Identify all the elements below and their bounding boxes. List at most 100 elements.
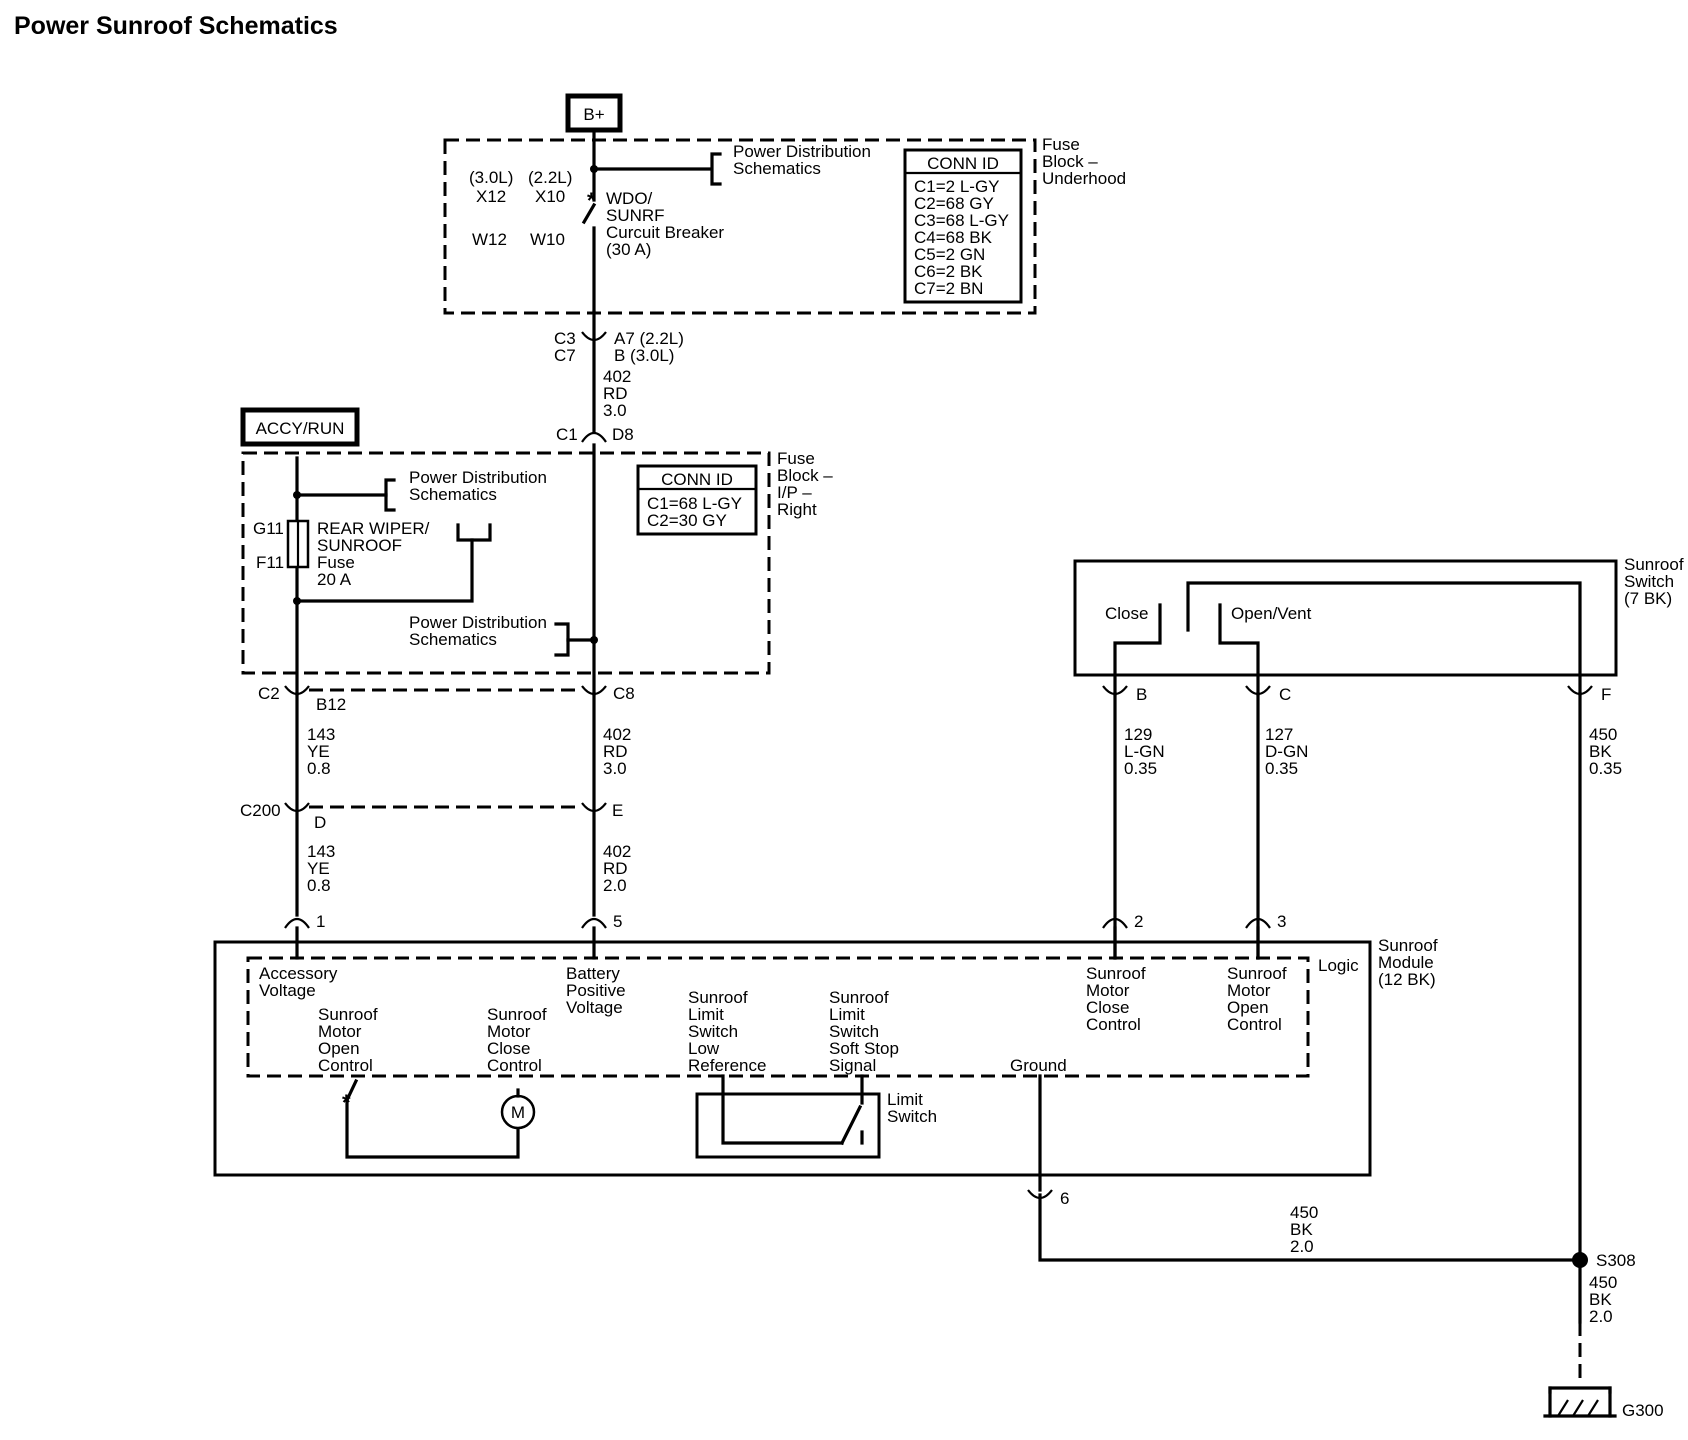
wire-127-d-gn-0-35: 127 D-GN 0.35 bbox=[1265, 725, 1308, 778]
svg-text:SUNRF: SUNRF bbox=[606, 206, 665, 225]
svg-text:3.0: 3.0 bbox=[603, 401, 627, 420]
svg-text:F: F bbox=[1601, 685, 1611, 704]
engine-variant-30l: (3.0L) X12 W12 bbox=[469, 168, 513, 249]
svg-text:Block –: Block – bbox=[1042, 152, 1098, 171]
svg-text:Control: Control bbox=[1086, 1015, 1141, 1034]
svg-text:CONN ID: CONN ID bbox=[661, 470, 733, 489]
svg-text:CONN ID: CONN ID bbox=[927, 154, 999, 173]
svg-text:Control: Control bbox=[318, 1056, 373, 1075]
svg-text:ACCY/RUN: ACCY/RUN bbox=[256, 419, 345, 438]
module-pin-6: 6 bbox=[1027, 1189, 1069, 1208]
svg-text:*: * bbox=[587, 188, 596, 213]
svg-text:Switch: Switch bbox=[1624, 572, 1674, 591]
svg-text:3: 3 bbox=[1277, 912, 1286, 931]
svg-text:450: 450 bbox=[1589, 1273, 1617, 1292]
svg-text:Accessory: Accessory bbox=[259, 964, 338, 983]
svg-text:C3: C3 bbox=[554, 329, 576, 348]
ip-power-dist-ref-top: Power Distribution Schematics bbox=[409, 468, 547, 504]
svg-text:*: * bbox=[342, 1090, 351, 1115]
svg-text:C8: C8 bbox=[613, 684, 635, 703]
svg-text:2.0: 2.0 bbox=[1290, 1237, 1314, 1256]
switch-pin-b: B bbox=[1102, 685, 1147, 704]
svg-text:Control: Control bbox=[487, 1056, 542, 1075]
svg-text:Sunroof: Sunroof bbox=[487, 1005, 547, 1024]
svg-text:Block –: Block – bbox=[777, 466, 833, 485]
svg-text:Sunroof: Sunroof bbox=[1378, 936, 1438, 955]
svg-text:Motor: Motor bbox=[1086, 981, 1130, 1000]
underhood-conn-id-table: CONN ID C1=2 L-GY C2=68 GY C3=68 L-GY C4… bbox=[903, 148, 1023, 304]
svg-text:Power Distribution: Power Distribution bbox=[409, 468, 547, 487]
svg-text:D8: D8 bbox=[612, 425, 634, 444]
svg-text:Sunroof: Sunroof bbox=[1086, 964, 1146, 983]
svg-text:Battery: Battery bbox=[566, 964, 620, 983]
svg-text:W10: W10 bbox=[530, 230, 565, 249]
svg-text:Limit: Limit bbox=[887, 1090, 923, 1109]
svg-text:Power Distribution: Power Distribution bbox=[409, 613, 547, 632]
wire-450-module-ground bbox=[1038, 1193, 1582, 1262]
svg-text:(7 BK): (7 BK) bbox=[1624, 589, 1672, 608]
svg-text:WDO/: WDO/ bbox=[606, 189, 653, 208]
svg-text:3.0: 3.0 bbox=[603, 759, 627, 778]
svg-text:G11: G11 bbox=[253, 519, 284, 538]
svg-text:402: 402 bbox=[603, 842, 631, 861]
svg-text:Close: Close bbox=[487, 1039, 530, 1058]
label-limit-switch-soft-stop: Sunroof Limit Switch Soft Stop Signal bbox=[829, 988, 899, 1075]
svg-text:X12: X12 bbox=[476, 187, 506, 206]
svg-text:Fuse: Fuse bbox=[317, 553, 355, 572]
svg-text:C1: C1 bbox=[556, 425, 578, 444]
sunroof-switch-label: Sunroof Switch (7 BK) bbox=[1624, 555, 1684, 608]
label-battery-positive-voltage: Battery Positive Voltage bbox=[566, 964, 626, 1017]
svg-text:BK: BK bbox=[1589, 1290, 1612, 1309]
svg-text:Motor: Motor bbox=[1227, 981, 1271, 1000]
svg-text:YE: YE bbox=[307, 742, 330, 761]
svg-text:Sunroof: Sunroof bbox=[688, 988, 748, 1007]
svg-text:Module: Module bbox=[1378, 953, 1434, 972]
ip-conn-id-table: CONN ID C1=68 L-GY C2=30 GY bbox=[636, 464, 758, 536]
svg-text:(30 A): (30 A) bbox=[606, 240, 651, 259]
svg-text:C1=2 L-GY: C1=2 L-GY bbox=[914, 177, 1000, 196]
svg-text:Reference: Reference bbox=[688, 1056, 766, 1075]
svg-text:Open/Vent: Open/Vent bbox=[1231, 604, 1312, 623]
fuse-symbol bbox=[286, 519, 310, 569]
connector-c200: C200 D E bbox=[240, 801, 623, 832]
svg-text:Low: Low bbox=[688, 1039, 720, 1058]
wire-129-l-gn-0-35: 129 L-GN 0.35 bbox=[1124, 725, 1165, 778]
svg-text:D: D bbox=[314, 813, 326, 832]
svg-text:2.0: 2.0 bbox=[1589, 1307, 1613, 1326]
svg-text:RD: RD bbox=[603, 384, 628, 403]
switch-pin-f: F bbox=[1567, 685, 1611, 704]
logic-label: Logic bbox=[1318, 956, 1359, 975]
fuse-block-underhood-label: Fuse Block – Underhood bbox=[1042, 135, 1126, 188]
wire-450-bk-2-0-horizontal: 450 BK 2.0 bbox=[1290, 1203, 1318, 1256]
svg-text:Motor: Motor bbox=[487, 1022, 531, 1041]
svg-text:0.8: 0.8 bbox=[307, 876, 331, 895]
module-pin-5: 5 bbox=[581, 912, 622, 931]
svg-text:REAR WIPER/: REAR WIPER/ bbox=[317, 519, 430, 538]
svg-text:Motor: Motor bbox=[318, 1022, 362, 1041]
svg-text:W12: W12 bbox=[472, 230, 507, 249]
module-pin-2: 2 bbox=[1102, 912, 1143, 931]
svg-text:Open: Open bbox=[318, 1039, 360, 1058]
svg-text:20 A: 20 A bbox=[317, 570, 352, 589]
limit-switch: Limit Switch bbox=[695, 1074, 937, 1159]
svg-text:Sunroof: Sunroof bbox=[1227, 964, 1287, 983]
svg-text:143: 143 bbox=[307, 842, 335, 861]
svg-text:Fuse: Fuse bbox=[1042, 135, 1080, 154]
svg-text:450: 450 bbox=[1290, 1203, 1318, 1222]
svg-text:Curcuit Breaker: Curcuit Breaker bbox=[606, 223, 724, 242]
module-pin-1: 1 bbox=[284, 912, 325, 931]
svg-text:0.8: 0.8 bbox=[307, 759, 331, 778]
svg-text:127: 127 bbox=[1265, 725, 1293, 744]
svg-text:Signal: Signal bbox=[829, 1056, 876, 1075]
svg-text:C3=68 L-GY: C3=68 L-GY bbox=[914, 211, 1009, 230]
svg-text:YE: YE bbox=[307, 859, 330, 878]
svg-text:Close: Close bbox=[1105, 604, 1148, 623]
svg-text:X10: X10 bbox=[535, 187, 565, 206]
svg-text:RD: RD bbox=[603, 859, 628, 878]
label-accessory-voltage: Accessory Voltage bbox=[259, 964, 338, 1000]
svg-text:Positive: Positive bbox=[566, 981, 626, 1000]
svg-text:Schematics: Schematics bbox=[409, 630, 497, 649]
fuse-block-ip-label: Fuse Block – I/P – Right bbox=[777, 449, 833, 519]
svg-text:BK: BK bbox=[1589, 742, 1612, 761]
underhood-power-dist-ref: Power Distribution Schematics bbox=[733, 142, 871, 178]
